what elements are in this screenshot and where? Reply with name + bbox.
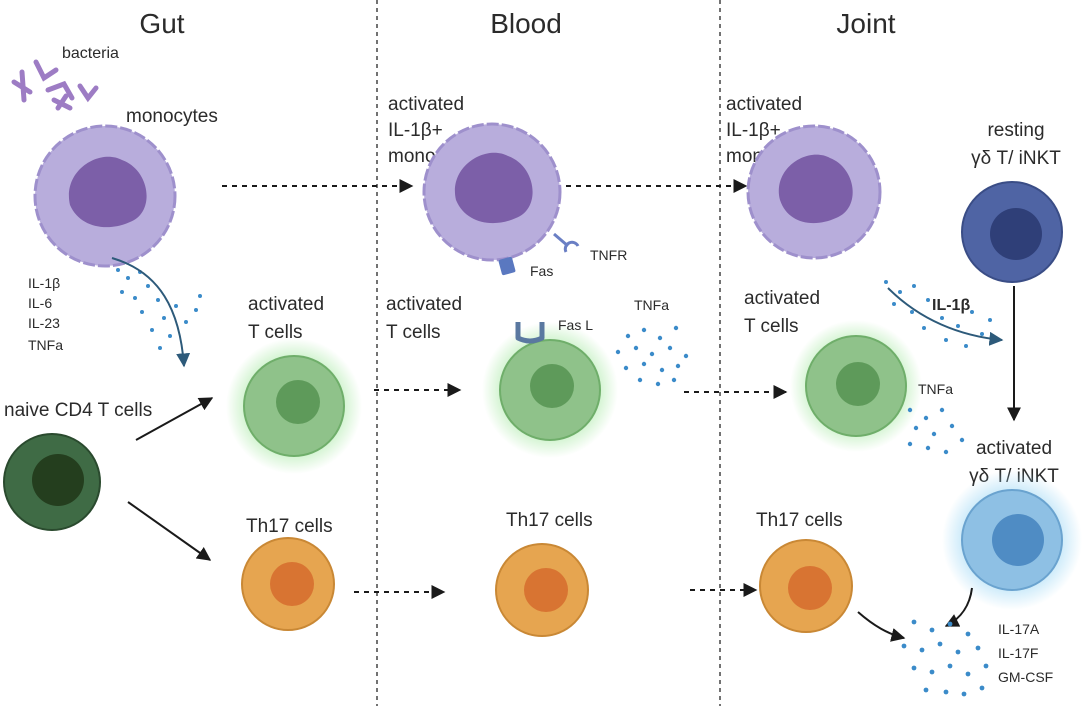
gut-monocyte-cell	[33, 124, 177, 268]
gut-activated-t-cell	[226, 338, 362, 474]
svg-text:GM-CSF: GM-CSF	[998, 669, 1053, 685]
joint-il1b-arrow	[887, 287, 1004, 346]
blood-activated-t-cell	[482, 322, 618, 458]
svg-text:IL-23: IL-23	[28, 315, 60, 331]
blood-th17-cell	[495, 543, 589, 637]
joint-cytokine-list: IL-17A IL-17F GM-CSF	[998, 621, 1053, 685]
gut-monocytes-label: monocytes	[126, 106, 218, 127]
blood-tnfa-dots	[615, 325, 689, 387]
joint-cytokine-dots	[901, 619, 989, 697]
blood-activated-t-label-1: activated	[386, 294, 462, 315]
joint-il1b-label: IL-1β	[932, 297, 970, 314]
header-gut: Gut	[139, 8, 184, 39]
resting-gd-label-1: resting	[987, 120, 1044, 141]
svg-text:IL-1β: IL-1β	[28, 275, 60, 291]
joint-activated-t-label-1: activated	[744, 288, 820, 309]
joint-activated-t-cell	[790, 320, 922, 452]
blood-tnfa-label: TNFa	[634, 297, 669, 313]
gut-th17-cell	[241, 537, 335, 631]
joint-tnfa-dots	[907, 407, 965, 455]
gut-activated-t-label-1: activated	[248, 294, 324, 315]
header-joint: Joint	[836, 8, 895, 39]
arrow-naive-to-activated	[135, 397, 214, 441]
joint-monocyte-label-1: activated	[726, 94, 802, 115]
blood-monocyte-cell	[422, 122, 562, 262]
gut-cytokine-list: IL-1β IL-6 IL-23 TNFa	[28, 275, 63, 353]
resting-gd-label-2: γδ T/ iNKT	[971, 148, 1061, 169]
activated-gd-label-1: activated	[976, 438, 1052, 459]
svg-text:IL-17A: IL-17A	[998, 621, 1040, 637]
resting-gd-inkt-cell	[961, 181, 1063, 283]
monocyte-nucleus	[68, 156, 147, 228]
gut-cytokine-dots	[116, 268, 202, 350]
blood-monocyte-label-1: activated	[388, 94, 464, 115]
joint-th17-cell	[759, 539, 853, 633]
blood-activated-t-label-2: T cells	[386, 322, 441, 343]
svg-text:IL-17F: IL-17F	[998, 645, 1038, 661]
svg-text:TNFa: TNFa	[28, 337, 63, 353]
joint-activated-t-label-2: T cells	[744, 316, 799, 337]
arrow-naive-to-th17	[127, 501, 212, 561]
blood-monocyte-label-2: IL-1β+	[388, 120, 443, 141]
fas-ligand-label: Fas L	[558, 317, 593, 333]
fas-receptor-icon	[498, 256, 516, 276]
fas-ligand-icon	[515, 322, 545, 344]
fas-label: Fas	[530, 263, 553, 279]
naive-cd4-t-cell	[3, 433, 101, 531]
gut-th17-label: Th17 cells	[246, 516, 333, 537]
bacteria-icon	[11, 59, 99, 111]
joint-th17-label: Th17 cells	[756, 510, 843, 531]
tnfr-label: TNFR	[590, 247, 627, 263]
monocyte-nucleus	[778, 154, 853, 224]
joint-monocyte-label-2: IL-1β+	[726, 120, 781, 141]
blood-th17-label: Th17 cells	[506, 510, 593, 531]
naive-t-cells-label: naive CD4 T cells	[4, 400, 152, 421]
bacteria-label: bacteria	[62, 45, 119, 62]
svg-text:IL-6: IL-6	[28, 295, 52, 311]
gut-cytokine-arrow	[111, 257, 191, 368]
header-blood: Blood	[490, 8, 562, 39]
activated-gd-inkt-cell	[942, 470, 1082, 610]
tnfr-receptor-icon	[553, 232, 580, 253]
joint-tnfa-label: TNFa	[918, 381, 953, 397]
monocyte-nucleus	[454, 152, 533, 224]
joint-il1b-dots	[884, 280, 992, 348]
arrow-th17-to-cytokines	[857, 611, 906, 642]
gut-activated-t-label-2: T cells	[248, 322, 303, 343]
joint-monocyte-cell	[746, 124, 882, 260]
